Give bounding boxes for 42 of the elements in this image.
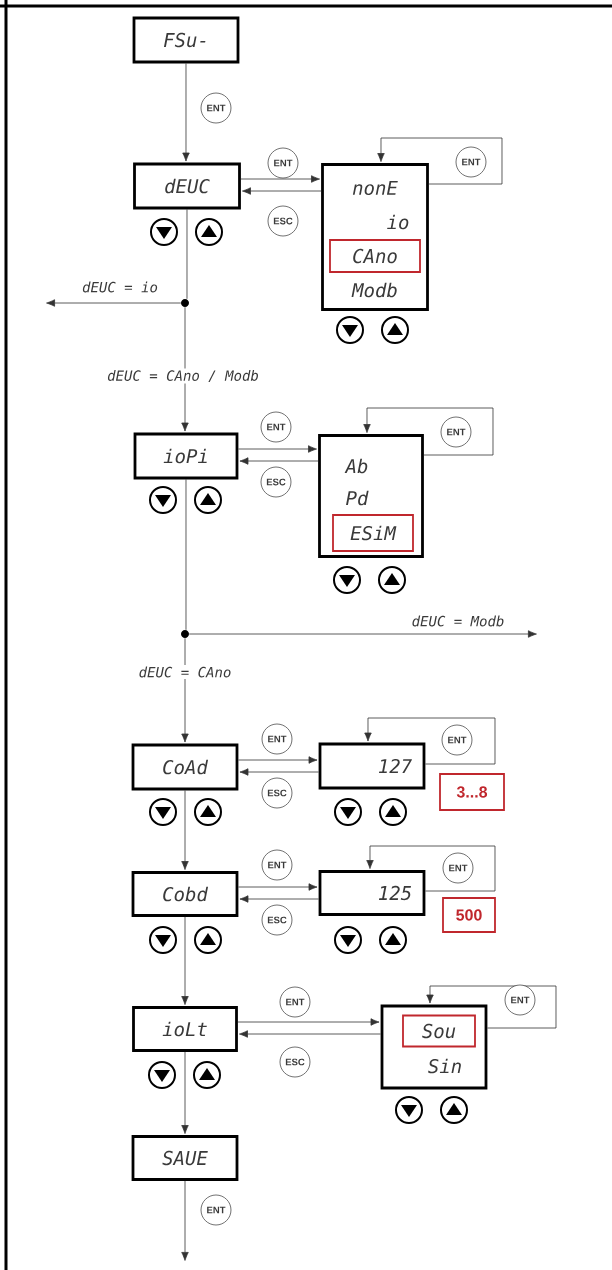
selected-option-box: CAno [329,239,421,273]
display-box: FSu- [132,16,240,64]
edge-label: dEUC = Modb [410,614,506,628]
edge-label: dEUC = CAno [137,665,233,679]
arrow [238,883,318,891]
arrow [363,407,494,456]
edge-label: dEUC = io [80,280,160,294]
display-box: SAUE [131,1135,239,1181]
arrow [181,306,189,432]
arrow [377,137,503,185]
value-range-box: 3...8 [439,773,505,811]
arrow [181,916,189,1005]
arrow [188,630,537,638]
arrow [239,457,319,465]
arrow [46,299,182,307]
arrow [181,637,189,743]
arrow [426,985,557,1029]
selected-option-box: ESiM [332,514,414,552]
arrow [182,63,190,162]
arrow [237,1018,380,1026]
arrow [181,1051,189,1134]
selected-option-box: Sou [402,1014,476,1048]
arrow [181,1180,189,1261]
arrow [238,756,318,764]
option-display-box: 125 [318,870,426,916]
arrow [239,1030,381,1038]
arrow [242,187,322,195]
arrow [181,790,189,870]
display-box: Cobd [131,871,239,917]
arrow [366,845,496,892]
arrow [238,445,317,453]
arrow [364,717,496,765]
option-display-box: 127 [318,742,426,790]
arrow [239,768,319,776]
display-box: dEUC [133,162,241,210]
value-range-box: 500 [442,897,496,933]
arrow [239,895,319,903]
arrow [240,175,320,183]
display-box: ioPi [133,432,239,480]
display-box: CoAd [131,743,239,791]
edge-label: dEUC = CAno / Modb [105,368,261,384]
display-box: ioLt [132,1006,238,1052]
